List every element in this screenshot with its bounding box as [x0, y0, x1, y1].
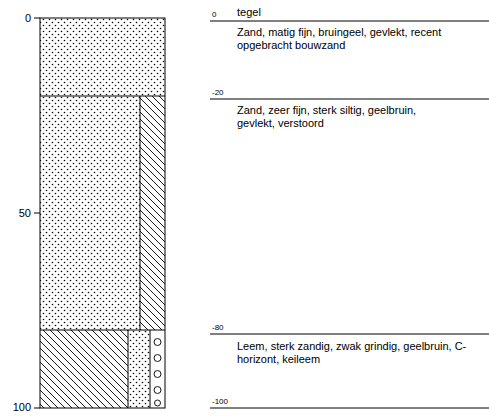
layer-label: tegel	[237, 6, 261, 19]
column-outline	[40, 18, 165, 408]
axis-ticks	[34, 18, 40, 408]
silt-strip	[140, 96, 165, 330]
layer-border	[40, 96, 165, 97]
axis-label: 100	[13, 401, 31, 414]
depth-label: -100	[212, 397, 228, 406]
strip-border	[140, 96, 141, 330]
layer-description: Zand, matig fijn, bruingeel, gevlekt, re…	[237, 26, 452, 51]
sand-layer	[40, 96, 140, 330]
axis-label: 50	[19, 207, 31, 220]
depth-label: -20	[212, 88, 224, 97]
sand-strip	[128, 330, 150, 408]
layer-border	[40, 330, 165, 331]
depth-lines	[210, 21, 489, 408]
axis-label: 0	[25, 12, 31, 25]
layer-description: Leem, sterk zandig, zwak grindig, geelbr…	[237, 340, 467, 365]
sand-layer	[40, 18, 165, 96]
strip-border	[150, 330, 151, 408]
strip-border	[128, 330, 129, 408]
loam-layer	[40, 330, 128, 408]
gravel-symbols	[154, 339, 161, 407]
depth-label: 0	[212, 10, 216, 19]
layer-description: Zand, zeer fijn, sterk siltig, geelbruin…	[237, 104, 452, 129]
depth-label: -80	[212, 323, 224, 332]
